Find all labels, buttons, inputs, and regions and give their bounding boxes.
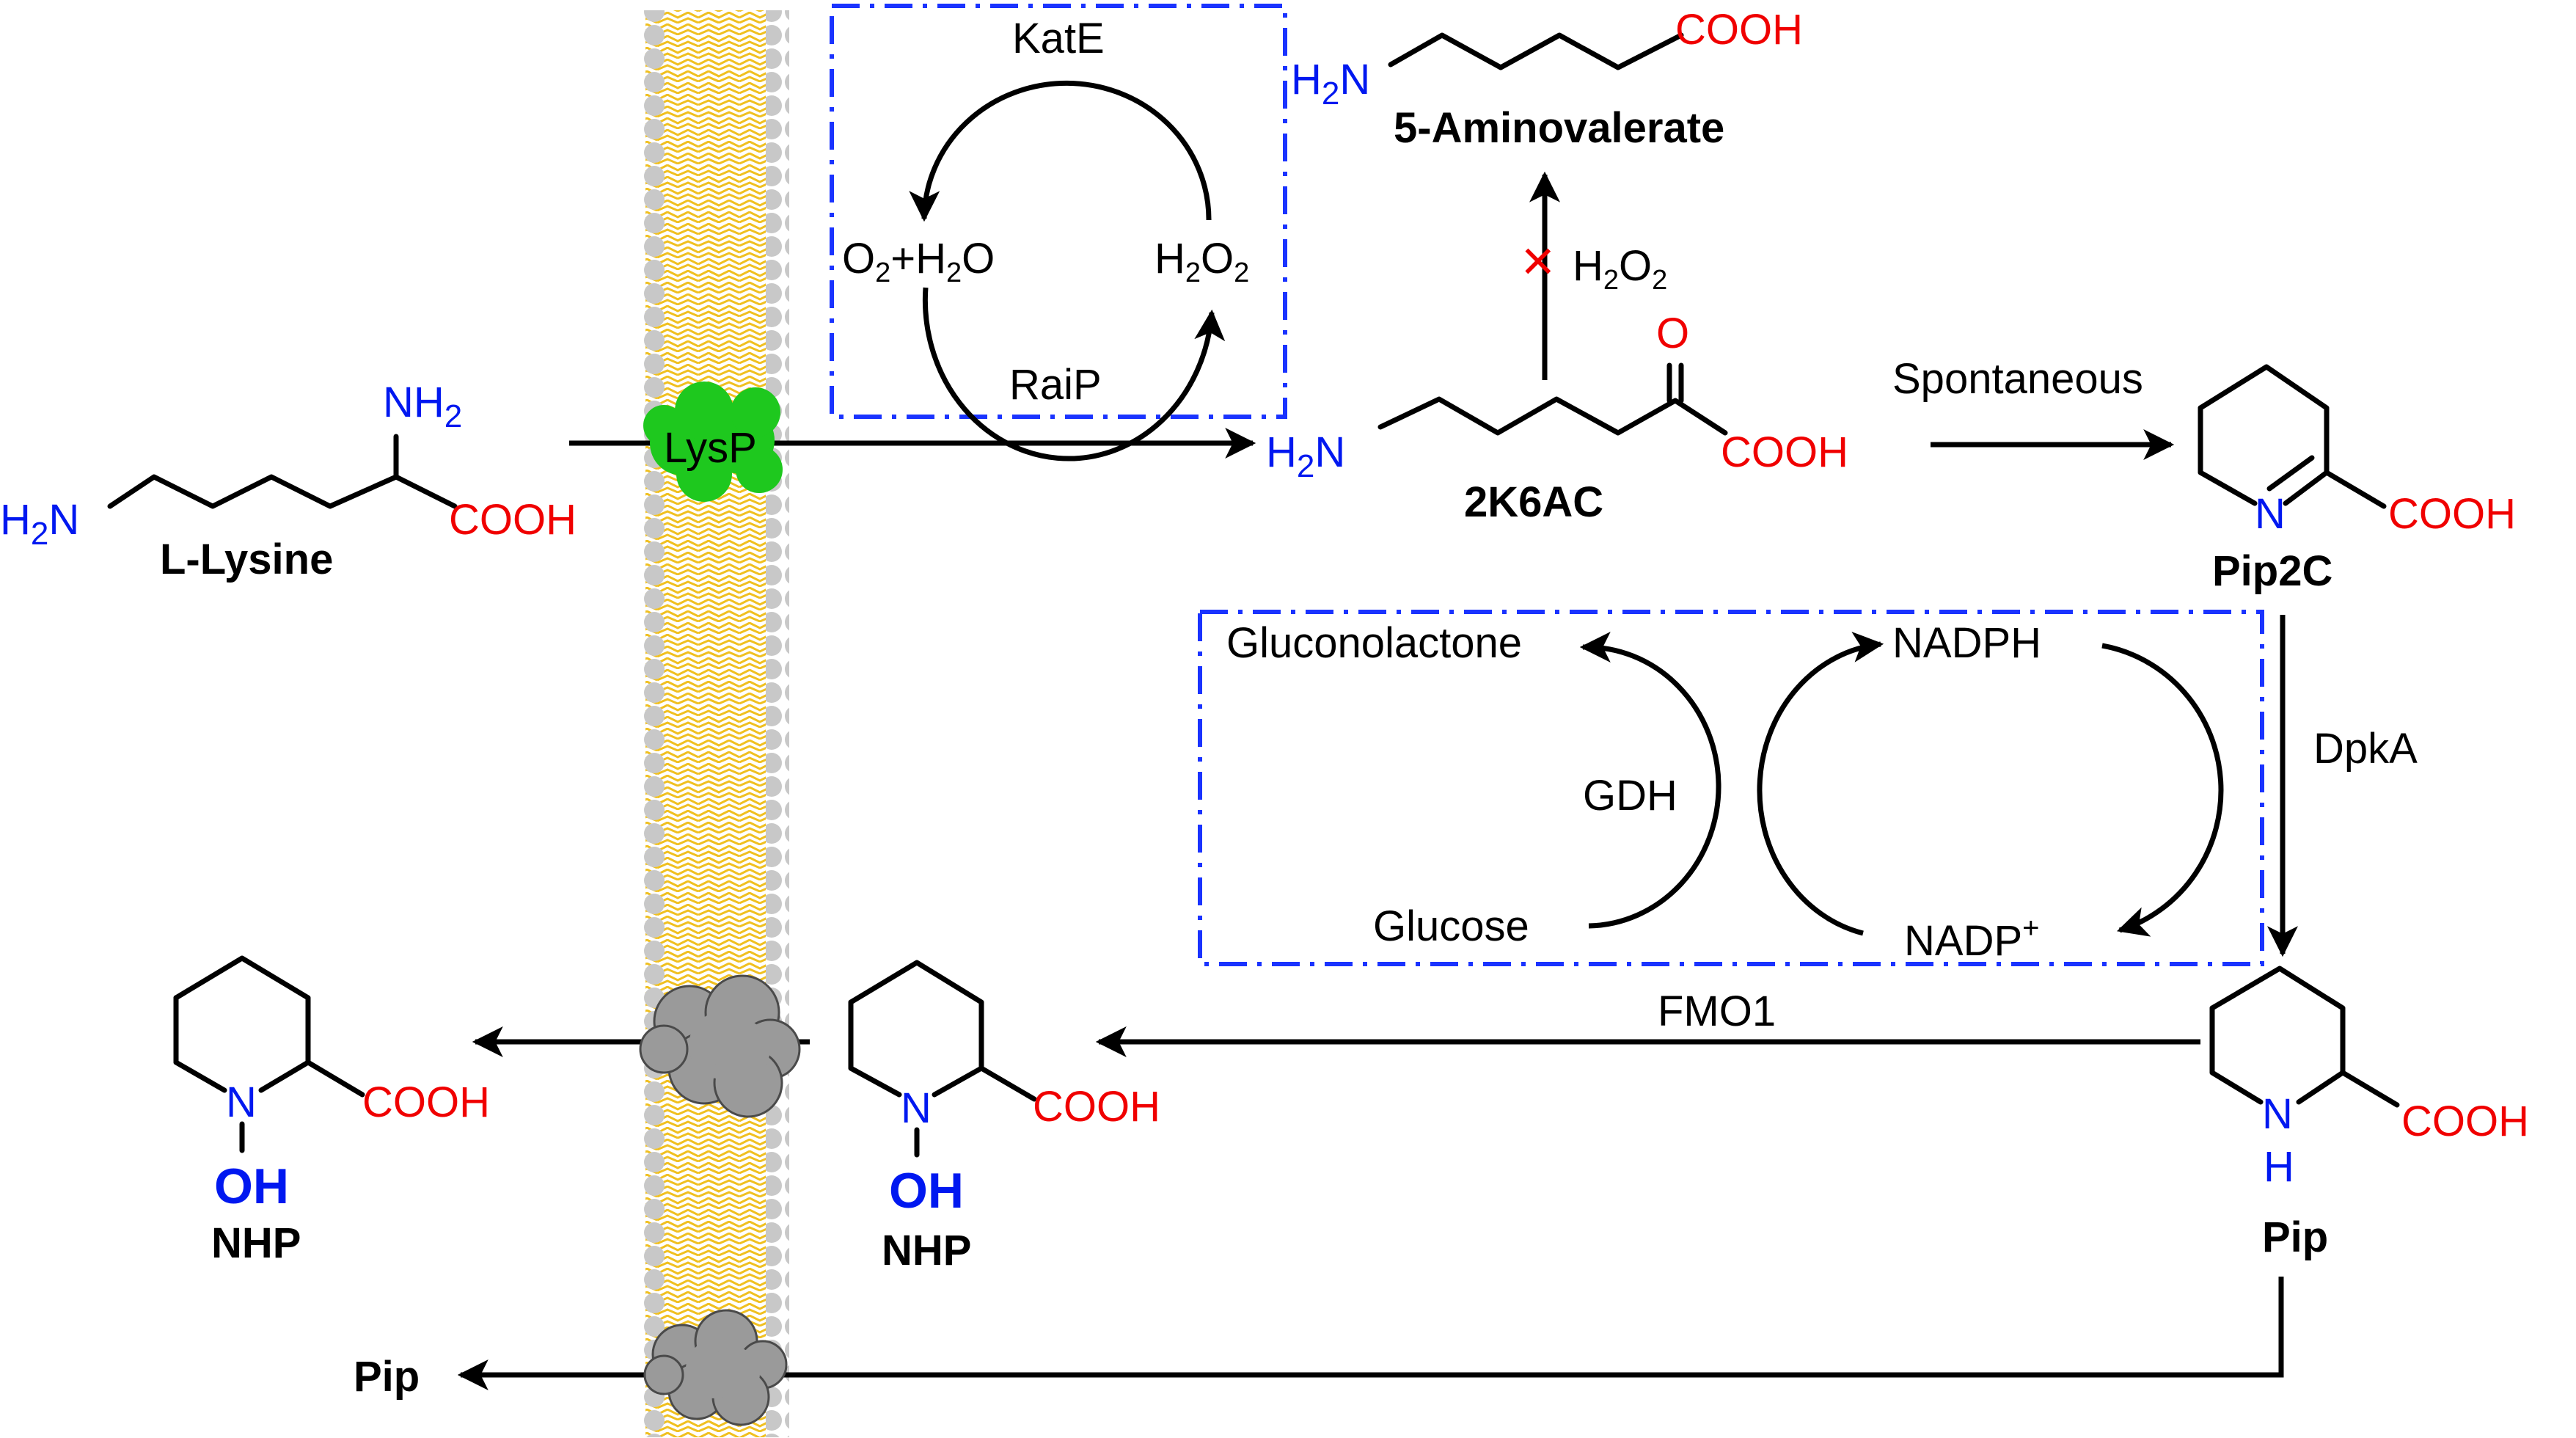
raip-label: RaiP bbox=[1009, 361, 1102, 409]
pip-structure: N H COOH Pip bbox=[2209, 966, 2529, 1261]
k6ac-oxo-label: O bbox=[1656, 310, 1689, 357]
nadph-label: NADPH bbox=[1892, 619, 2041, 667]
h2o2-cycle-label: H2O2 bbox=[1155, 235, 1249, 288]
kate-label: KatE bbox=[1012, 15, 1105, 62]
cofactor-regeneration-box bbox=[1198, 610, 2264, 966]
k6ac-structure: H2N O COOH 2K6AC bbox=[1266, 310, 1848, 526]
lysine-nh2-label: NH2 bbox=[383, 379, 462, 434]
aminovalerate-cooh-label: COOH bbox=[1675, 6, 1803, 54]
nadp-label: NADP+ bbox=[1904, 912, 2040, 965]
kate-raip-cycle: KatE RaiP O2+H2O H2O2 bbox=[842, 15, 1249, 461]
lysine-cooh-label: COOH bbox=[449, 496, 577, 544]
blocked-x-mark: × bbox=[1521, 228, 1555, 293]
nhp-outside-cooh-label: COOH bbox=[362, 1078, 490, 1126]
dpka-label: DpkA bbox=[2313, 725, 2418, 773]
glucose-to-gluconolactone-arrow bbox=[1579, 632, 1721, 929]
pip2c-name: Pip2C bbox=[2212, 547, 2332, 595]
gdh-label: GDH bbox=[1583, 772, 1677, 820]
k6ac-h2n-label: H2N bbox=[1266, 428, 1345, 484]
nhp-outside-structure: N OH COOH NHP bbox=[173, 955, 490, 1267]
nadp-to-nadph-arrow bbox=[1757, 632, 1884, 936]
pip-exporter bbox=[643, 1309, 788, 1426]
pip2c-n-label: N bbox=[2255, 490, 2286, 538]
lysp-label: LysP bbox=[664, 424, 757, 472]
nhp-inside-oh-label: OH bbox=[889, 1163, 964, 1219]
nhp-inside-n-label: N bbox=[901, 1084, 932, 1132]
aminovalerate-structure: H2N COOH 5-Aminovalerate bbox=[1291, 6, 1803, 152]
nadph-to-nadp-arrow bbox=[2101, 643, 2224, 937]
h2o2-blocked-label: H2O2 bbox=[1573, 242, 1667, 296]
pip-h-label: H bbox=[2264, 1143, 2294, 1191]
pip-name: Pip bbox=[2262, 1213, 2328, 1261]
nhp-outside-n-label: N bbox=[226, 1078, 257, 1126]
nhp-outside-oh-label: OH bbox=[214, 1158, 289, 1214]
gluconolactone-label: Gluconolactone bbox=[1226, 619, 1522, 667]
lysp-transporter: LysP bbox=[643, 382, 783, 502]
glucose-label: Glucose bbox=[1373, 902, 1529, 950]
raip-arc-arrow bbox=[922, 287, 1226, 461]
nhp-inside-structure: N OH COOH NHP bbox=[848, 960, 1160, 1274]
nhp-inside-cooh-label: COOH bbox=[1033, 1083, 1160, 1131]
l-lysine-structure: H2N NH2 COOH L-Lysine bbox=[0, 379, 577, 583]
pip-cooh-label: COOH bbox=[2401, 1098, 2529, 1145]
k6ac-cooh-label: COOH bbox=[1721, 428, 1848, 476]
kate-arc-arrow bbox=[909, 80, 1212, 222]
pip-export-arrow bbox=[457, 1277, 2284, 1390]
pip2c-cooh-label: COOH bbox=[2388, 490, 2516, 538]
fmo1-label: FMO1 bbox=[1658, 988, 1776, 1035]
lysine-h2n-label: H2N bbox=[0, 496, 79, 552]
cell-membrane bbox=[643, 10, 789, 1437]
gdh-nadph-cycle: Gluconolactone NADPH GDH Glucose NADP+ bbox=[1226, 619, 2224, 965]
o2-h2o-label: O2+H2O bbox=[842, 235, 995, 288]
pip2c-structure: N COOH Pip2C bbox=[2198, 364, 2516, 595]
nhp-inside-name: NHP bbox=[882, 1227, 971, 1274]
nhp-outside-name: NHP bbox=[211, 1219, 301, 1267]
lysine-name: L-Lysine bbox=[160, 536, 333, 583]
k6ac-name: 2K6AC bbox=[1464, 478, 1603, 526]
pip-outside-name: Pip bbox=[354, 1353, 420, 1401]
aminovalerate-name: 5-Aminovalerate bbox=[1394, 104, 1724, 152]
nhp-exporter bbox=[639, 974, 801, 1118]
aminovalerate-h2n-label: H2N bbox=[1291, 56, 1370, 112]
pip-n-label: N bbox=[2262, 1090, 2293, 1138]
spontaneous-label: Spontaneous bbox=[1892, 355, 2143, 403]
peroxide-recycling-box bbox=[830, 4, 1287, 419]
